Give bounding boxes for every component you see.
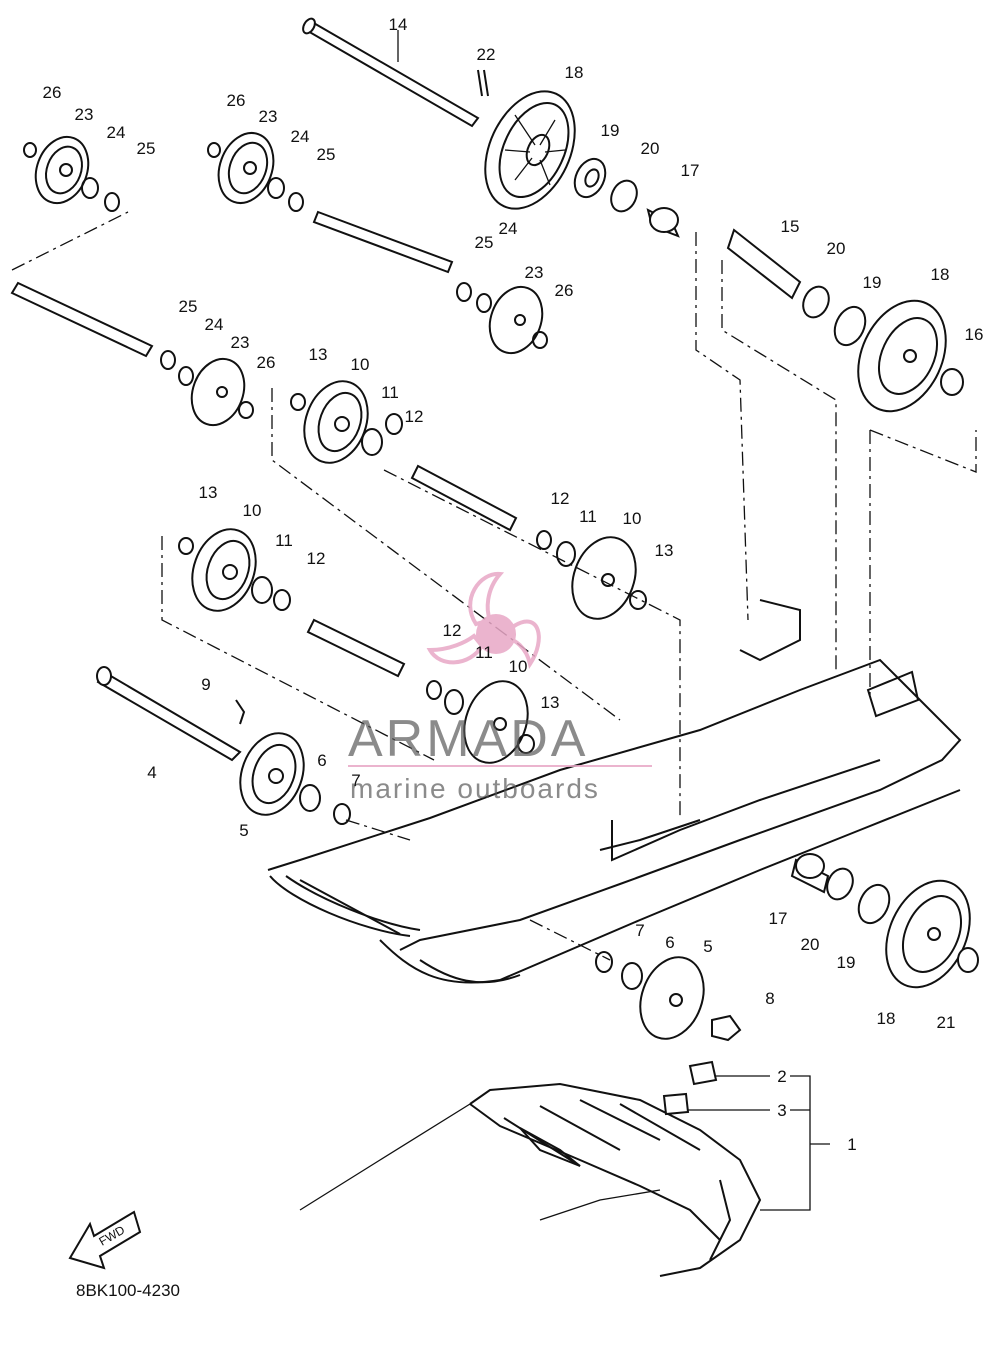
callout-label-c13b: 13 (655, 541, 674, 560)
callout-label-c14a: 14 (389, 15, 408, 34)
shaft-mid (410, 464, 518, 532)
pin-9 (235, 699, 246, 725)
callout-label-c5b: 5 (703, 937, 712, 956)
callout-label-c13c: 13 (199, 483, 218, 502)
slide-rail-frame (267, 599, 962, 984)
wheel-23-b (207, 132, 304, 212)
callout-label-c23c: 23 (525, 263, 544, 282)
callout-label-c15: 15 (781, 217, 800, 236)
callout-label-c20b: 20 (827, 239, 846, 258)
callout-label-c10d: 10 (509, 657, 528, 676)
callout-label-c22: 22 (477, 45, 496, 64)
callout-label-c10a: 10 (351, 355, 370, 374)
pin-22 (477, 69, 489, 97)
callout-label-c25d: 25 (179, 297, 198, 316)
callout-label-c20c: 20 (801, 935, 820, 954)
wheel-18-mid (802, 285, 964, 413)
callout-label-c11a: 11 (381, 383, 399, 402)
callout-label-c19a: 19 (601, 121, 620, 140)
callout-label-c4: 4 (147, 763, 156, 782)
callout-label-c13a: 13 (309, 345, 328, 364)
wheel-23-d (160, 350, 254, 427)
bearing-19-top (573, 157, 607, 199)
shaft-15 (726, 228, 802, 300)
callout-label-c18a: 18 (565, 63, 584, 82)
circlip-20-top (610, 179, 638, 213)
callout-label-c10b: 10 (623, 509, 642, 528)
wheel-18-top (484, 90, 576, 210)
part-code-label: 8BK100-4230 (76, 1281, 180, 1300)
callout-label-c19c: 19 (837, 953, 856, 972)
shaft-lower-mid (306, 618, 406, 678)
callout-label-c7a: 7 (351, 771, 360, 790)
callout-label-c23a: 23 (75, 105, 94, 124)
callout-label-c19b: 19 (863, 273, 882, 292)
callout-label-c20a: 20 (641, 139, 660, 158)
callout-label-c24d: 24 (205, 315, 224, 334)
wheel-10-d (426, 680, 535, 764)
wheel-10-c (178, 528, 291, 612)
shaft-14 (302, 17, 480, 128)
wheel-10-b (536, 530, 647, 620)
callout-label-c11b: 11 (579, 507, 597, 526)
callout-label-c26b: 26 (227, 91, 246, 110)
wheel-23-c (456, 282, 548, 355)
callout-label-c10c: 10 (243, 501, 262, 520)
callout-label-c25a: 25 (137, 139, 156, 158)
callout-label-c24b: 24 (291, 127, 310, 146)
watermark: ARMADA marine outboards (348, 571, 652, 804)
axle-left-upper (10, 281, 154, 358)
watermark-tagline: marine outboards (350, 773, 600, 804)
callout-label-c26a: 26 (43, 83, 62, 102)
callout-labels: 1422181920172623242526232425252423261520… (43, 15, 984, 1154)
callout-label-c5a: 5 (239, 821, 248, 840)
fwd-arrow: FWD (68, 1210, 142, 1270)
callout-label-c16: 16 (965, 325, 984, 344)
callout-label-c17b: 17 (769, 909, 788, 928)
wheel-5-b (595, 951, 742, 1042)
collar-17-top (646, 207, 680, 238)
callout-label-c12a: 12 (405, 407, 424, 426)
callout-label-c13d: 13 (541, 693, 560, 712)
callout-bracket (688, 1075, 830, 1211)
axle-mid-upper (312, 210, 454, 274)
callout-label-c17a: 17 (681, 161, 700, 180)
wheel-18-bottom (790, 853, 979, 989)
watermark-propeller-icon (426, 571, 541, 670)
callout-label-c12b: 12 (551, 489, 570, 508)
wheel-5-a (239, 732, 351, 825)
callout-label-c12d: 12 (443, 621, 462, 640)
callout-label-c1: 1 (847, 1135, 856, 1154)
callout-label-c26d: 26 (257, 353, 276, 372)
callout-label-c11c: 11 (275, 531, 293, 550)
callout-label-c21: 21 (937, 1013, 956, 1032)
callout-label-c9: 9 (201, 675, 210, 694)
callout-label-c7b: 7 (635, 921, 644, 940)
callout-label-c6b: 6 (665, 933, 674, 952)
callout-label-c12c: 12 (307, 549, 326, 568)
callout-label-c24a: 24 (107, 123, 126, 142)
callout-label-c3: 3 (777, 1101, 786, 1120)
wheel-23-a (23, 135, 120, 212)
callout-label-c23d: 23 (231, 333, 250, 352)
callout-label-c26c: 26 (555, 281, 574, 300)
callout-label-c24c: 24 (499, 219, 518, 238)
callout-label-c18c: 18 (877, 1009, 896, 1028)
wheel-10-a (290, 380, 403, 464)
track-assembly (299, 1060, 762, 1277)
callout-label-c18b: 18 (931, 265, 950, 284)
callout-label-c6a: 6 (317, 751, 326, 770)
callout-label-c8: 8 (765, 989, 774, 1008)
callout-label-c25b: 25 (317, 145, 336, 164)
callout-label-c2: 2 (777, 1067, 786, 1086)
callout-label-c23b: 23 (259, 107, 278, 126)
shaft-4 (96, 666, 242, 762)
callout-label-c11d: 11 (475, 643, 493, 662)
watermark-brand: ARMADA (348, 710, 588, 768)
callout-label-c25c: 25 (475, 233, 494, 252)
